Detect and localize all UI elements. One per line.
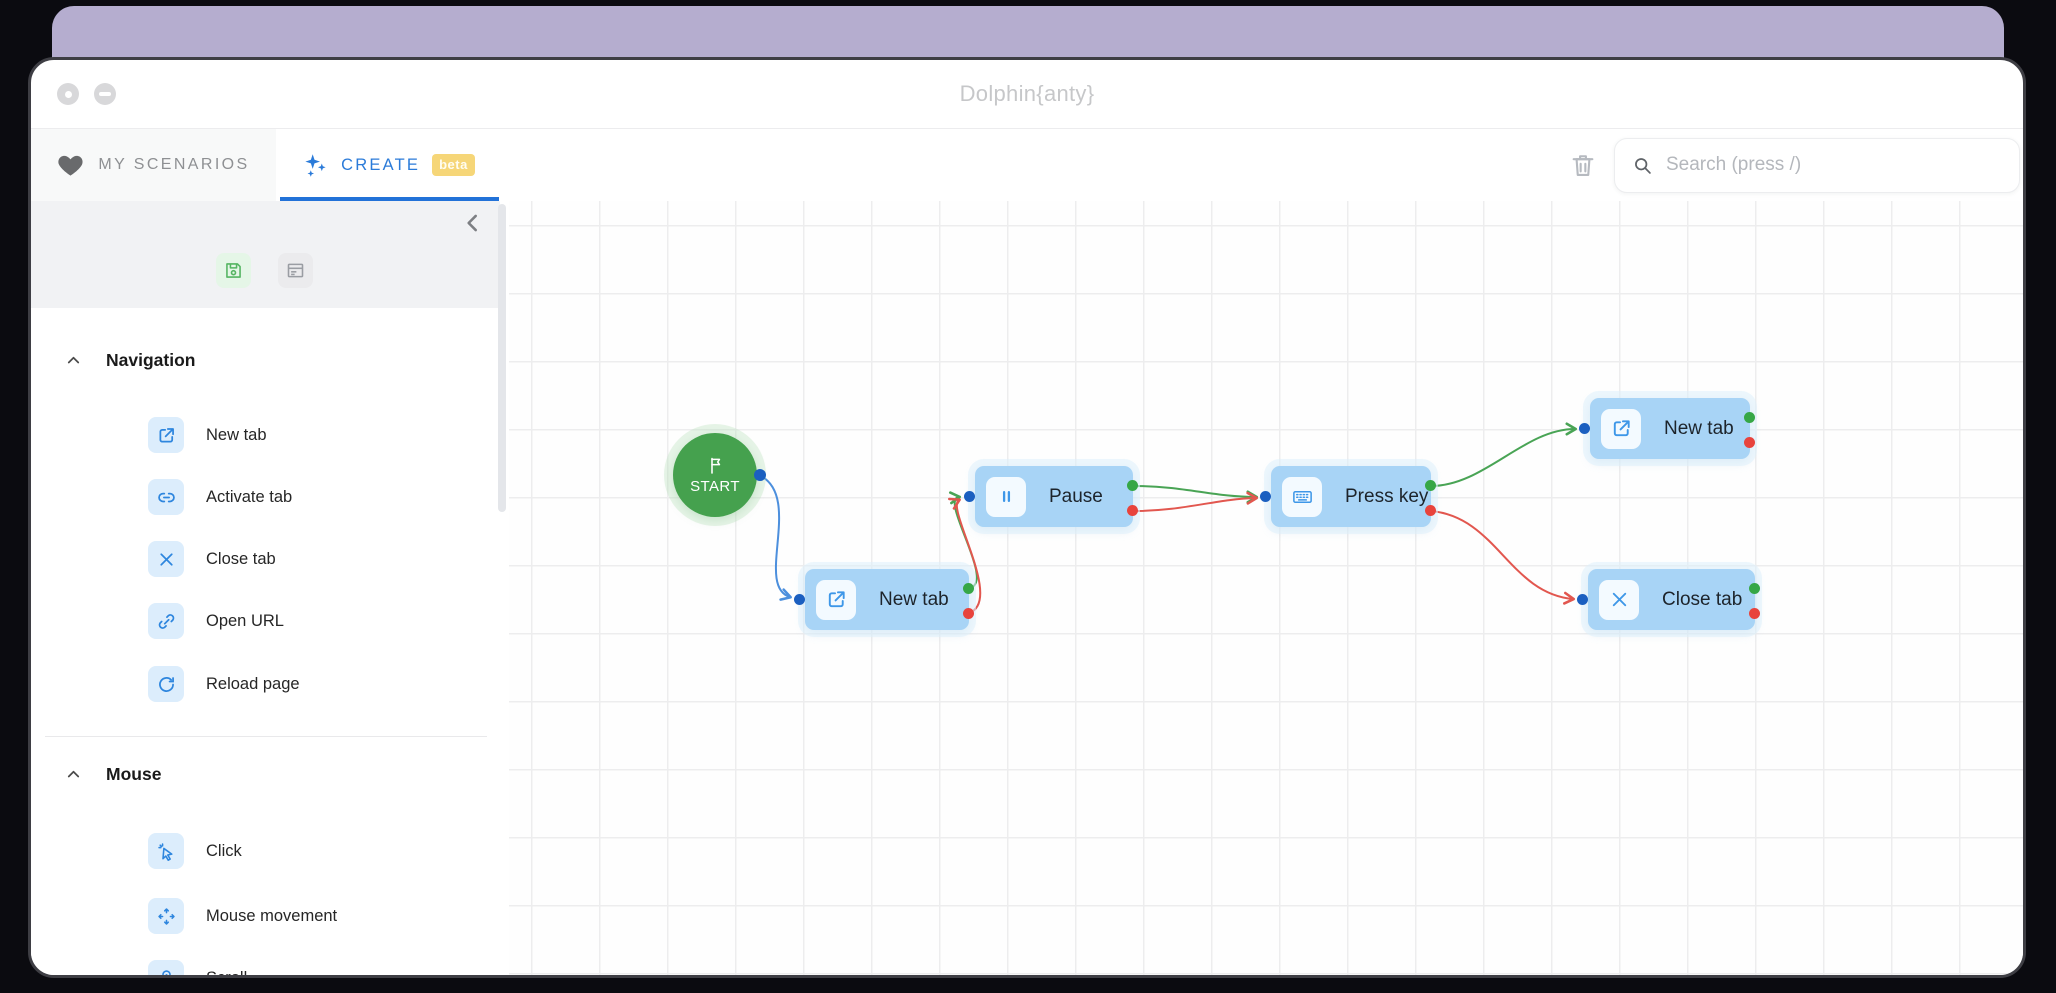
sidebar-toolbar xyxy=(31,201,500,308)
node-label: New tab xyxy=(879,588,949,610)
tabbar-spacer xyxy=(501,129,1569,201)
node-new-tab-1[interactable]: New tab xyxy=(794,569,974,630)
node-start[interactable]: START xyxy=(673,433,766,517)
sidebar-item-label: Reload page xyxy=(206,674,300,693)
sidebar-item-label: Activate tab xyxy=(206,487,293,506)
active-tab-underline xyxy=(280,197,499,201)
sidebar-item-label: Scroll xyxy=(206,969,247,976)
pause-icon xyxy=(986,476,1026,517)
node-label: START xyxy=(690,478,740,495)
node-error-port[interactable] xyxy=(963,608,974,619)
titlebar: Dolphin{anty} xyxy=(31,60,2023,129)
node-error-port[interactable] xyxy=(1744,437,1755,448)
app-window: Dolphin{anty} MY SCENARIOS CREATE beta xyxy=(28,57,2026,978)
beta-badge: beta xyxy=(432,154,475,176)
node-label: Close tab xyxy=(1662,588,1743,610)
node-success-port[interactable] xyxy=(1127,480,1138,491)
form-icon xyxy=(285,260,306,281)
node-label: Press key xyxy=(1345,485,1429,507)
reload-page-icon xyxy=(148,666,184,702)
sidebar-scrollbar[interactable] xyxy=(498,204,506,512)
node-new-tab-2[interactable]: New tab xyxy=(1579,398,1755,459)
node-error-port[interactable] xyxy=(1749,608,1760,619)
node-input-port[interactable] xyxy=(1579,423,1590,434)
heart-icon xyxy=(57,152,84,179)
node-success-port[interactable] xyxy=(963,583,974,594)
sidebar-item-label: Open URL xyxy=(206,611,284,630)
keyboard-icon xyxy=(1282,476,1322,517)
edge-press-key-success-to-new-tab[interactable] xyxy=(1430,422,1578,487)
sidebar-item-label: New tab xyxy=(206,425,267,444)
node-pause[interactable]: Pause xyxy=(964,466,1138,527)
dot-icon xyxy=(64,90,72,98)
section-divider xyxy=(45,736,487,737)
scroll-icon xyxy=(148,960,184,975)
save-icon xyxy=(223,260,244,281)
tab-my-scenarios[interactable]: MY SCENARIOS xyxy=(31,129,276,201)
section-title: Navigation xyxy=(106,349,196,370)
sparkles-icon xyxy=(302,152,329,179)
node-success-port[interactable] xyxy=(1744,412,1755,423)
node-input-port[interactable] xyxy=(794,594,805,605)
new-tab-icon xyxy=(148,417,184,453)
search-input[interactable] xyxy=(1666,154,2002,176)
save-scenario-button[interactable] xyxy=(216,253,251,288)
chevron-left-icon[interactable] xyxy=(460,210,486,236)
tabbar: MY SCENARIOS CREATE beta xyxy=(31,129,2023,201)
node-close-tab[interactable]: Close tab xyxy=(1577,569,1760,630)
node-input-port[interactable] xyxy=(1260,491,1271,502)
node-output-port[interactable] xyxy=(754,469,766,481)
edge-pause-error-to-press-key[interactable] xyxy=(1132,491,1259,512)
close-tab-icon xyxy=(148,541,184,577)
search-box[interactable] xyxy=(1614,137,2020,193)
node-label: Pause xyxy=(1049,485,1103,507)
minus-icon xyxy=(99,92,111,96)
new-tab-icon xyxy=(816,579,856,620)
node-error-port[interactable] xyxy=(1425,505,1436,516)
click-icon xyxy=(148,833,184,869)
edge-new-tab-error-to-pause[interactable] xyxy=(947,497,982,614)
close-tab-icon xyxy=(1599,579,1639,620)
new-tab-icon xyxy=(1601,408,1641,449)
edge-start-to-new-tab[interactable] xyxy=(758,474,792,601)
edge-press-key-error-to-close-tab[interactable] xyxy=(1430,510,1576,605)
chevron-up-icon[interactable] xyxy=(64,351,83,370)
node-press-key[interactable]: Press key xyxy=(1260,466,1436,527)
window-controls xyxy=(57,83,116,105)
sidebar-item-label: Click xyxy=(206,841,242,860)
sidebar-item-label: Close tab xyxy=(206,549,276,568)
node-success-port[interactable] xyxy=(1425,480,1436,491)
trash-icon[interactable] xyxy=(1569,150,1597,180)
node-input-port[interactable] xyxy=(964,491,975,502)
activate-tab-icon xyxy=(148,479,184,515)
flow-edges xyxy=(758,422,1578,614)
node-input-port[interactable] xyxy=(1577,594,1588,605)
edge-pause-success-to-press-key[interactable] xyxy=(1132,485,1259,504)
actions-sidebar: Navigation New tab Activate tab Close ta… xyxy=(31,201,509,975)
open-url-icon xyxy=(148,603,184,639)
window-title: Dolphin{anty} xyxy=(959,81,1095,106)
tab-create[interactable]: CREATE beta xyxy=(276,129,501,201)
mouse-movement-icon xyxy=(148,898,184,934)
section-title: Mouse xyxy=(106,763,162,784)
sidebar-item-label: Mouse movement xyxy=(206,906,338,925)
app-body: Navigation New tab Activate tab Close ta… xyxy=(31,201,2023,975)
node-success-port[interactable] xyxy=(1749,583,1760,594)
script-panel-button[interactable] xyxy=(278,253,313,288)
chevron-up-icon[interactable] xyxy=(64,765,83,784)
node-error-port[interactable] xyxy=(1127,505,1138,516)
flag-icon xyxy=(705,455,726,476)
tab-label: CREATE xyxy=(341,155,421,174)
search-icon xyxy=(1632,155,1653,176)
window-minimize-button[interactable] xyxy=(94,83,116,105)
window-back-button[interactable] xyxy=(57,83,79,105)
node-label: New tab xyxy=(1664,417,1734,439)
tab-label: MY SCENARIOS xyxy=(98,156,250,173)
flow-canvas[interactable]: START New tab Pause xyxy=(509,201,2023,975)
